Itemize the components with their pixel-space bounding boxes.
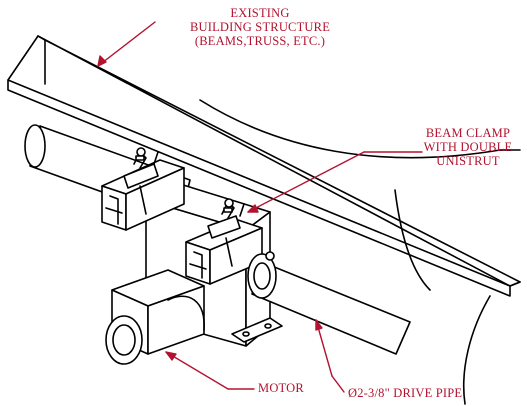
motor [105,269,205,365]
callout-beam-clamp-line2: WITH DOUBLE [423,140,513,154]
callout-beam-clamp-line3: UNISTRUT [436,154,500,168]
callout-building-structure-line3: (BEAMS,TRUSS, ETC.) [194,34,326,48]
beam-clamp-left [123,147,159,215]
callout-drive-pipe: Ø2-3/8" DRIVE PIPE [348,386,462,400]
building-beam [7,35,521,297]
leader-drive-pipe [315,319,345,393]
beam-clamp-right [207,198,245,267]
leader-beam-clamp [247,151,423,213]
callout-building-structure: EXISTING BUILDING STRUCTURE (BEAMS,TRUSS… [170,6,350,48]
callout-beam-clamp: BEAM CLAMP WITH DOUBLE UNISTRUT [412,126,524,168]
callout-beam-clamp-line1: BEAM CLAMP [425,126,511,140]
building-structure-outline [199,99,521,405]
callout-motor-text: MOTOR [258,381,304,395]
callout-motor: MOTOR [258,381,304,395]
leader-motor [165,351,255,390]
callout-building-structure-line2: BUILDING STRUCTURE [189,20,331,34]
unistrut-left [101,159,185,231]
callout-drive-pipe-text: Ø2-3/8" DRIVE PIPE [348,386,463,400]
drive-pipe [247,251,411,355]
callout-building-structure-line1: EXISTING [230,6,290,20]
leader-building-structure [97,21,156,67]
mounting-bracket [231,317,283,343]
